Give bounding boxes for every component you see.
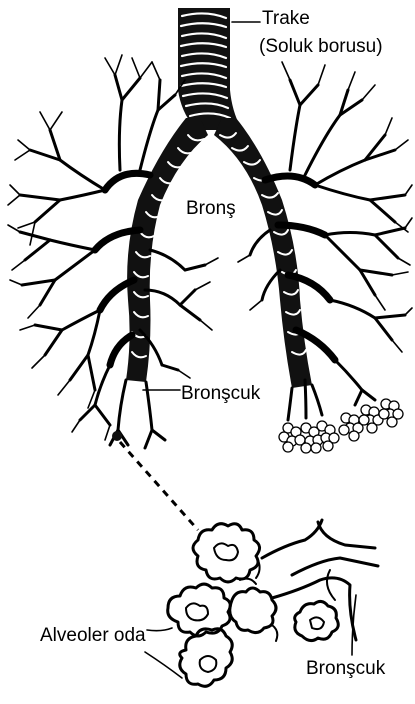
label-bronchiole-top: Bronşcuk	[181, 383, 261, 404]
right-bronchial-tree	[238, 62, 412, 420]
label-bronchus: Bronş	[186, 198, 236, 219]
label-trachea-sub: (Soluk borusu)	[259, 36, 383, 57]
label-bronchiole-bottom: Bronşcuk	[306, 658, 386, 679]
zoom-connector	[112, 431, 198, 530]
label-trachea: Trake	[262, 8, 310, 29]
trachea	[178, 8, 242, 130]
label-alveoli: Alveoler oda	[40, 625, 146, 646]
alveolar-clusters	[279, 399, 403, 453]
